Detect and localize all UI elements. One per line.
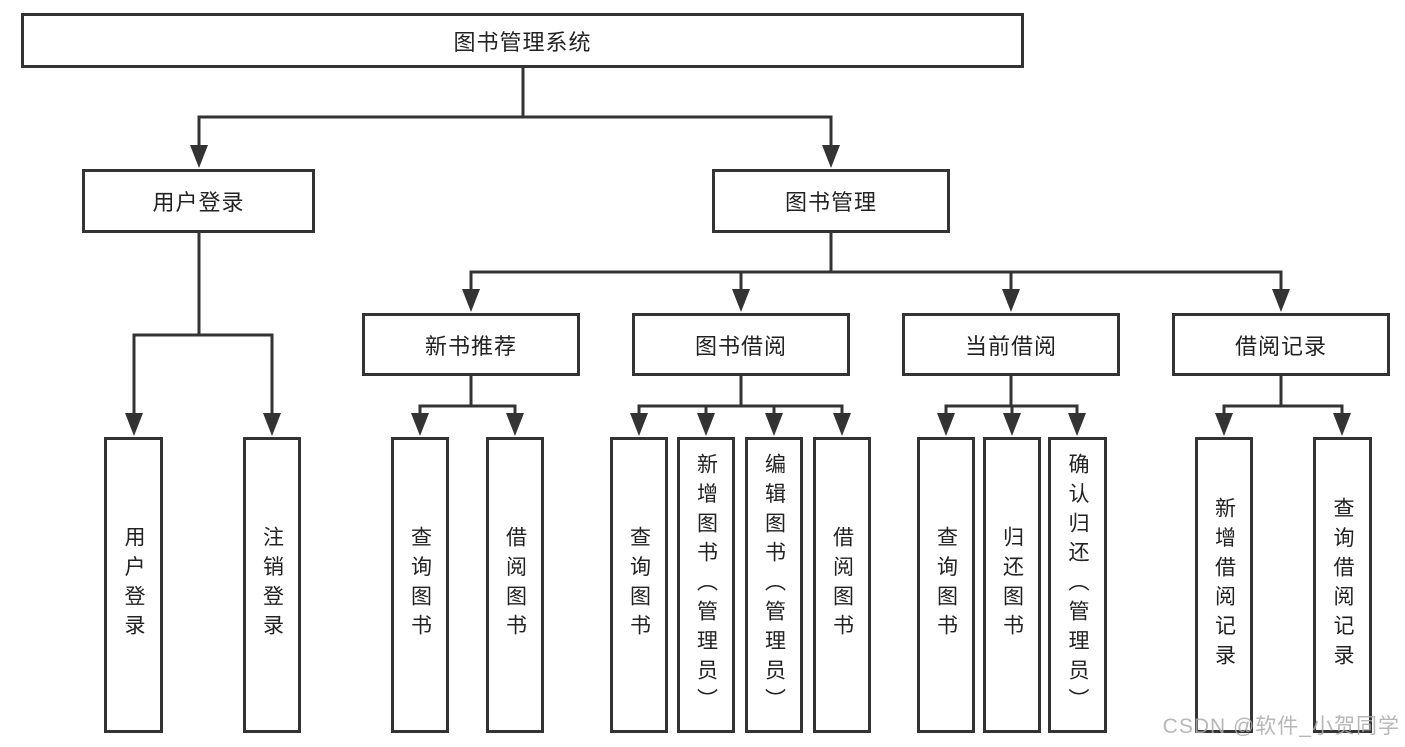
leaf-add-borrow-record-label: 新增借阅记录	[1212, 496, 1236, 674]
connector-records-to-leaves	[1222, 376, 1344, 416]
arrow-down-icon	[732, 289, 750, 312]
arrow-down-icon	[765, 413, 783, 436]
node-user-login-label: 用户登录	[152, 190, 245, 215]
node-root-label: 图书管理系统	[453, 29, 592, 55]
arrow-down-icon	[1068, 413, 1086, 436]
leaf-borrow-books-newbooks-label: 借阅图书	[503, 526, 527, 644]
leaf-add-book-admin: 新增图书（管理员）	[677, 437, 735, 733]
connector-root-to-level2	[197, 68, 833, 148]
arrow-down-icon	[190, 145, 208, 168]
arrow-down-icon	[630, 413, 648, 436]
arrow-down-icon	[1215, 413, 1233, 436]
arrow-down-icon	[263, 413, 281, 436]
arrow-down-icon	[411, 413, 429, 436]
leaf-user-login-label: 用户登录	[122, 526, 146, 644]
arrowheads	[125, 145, 1351, 436]
leaf-logout-label: 注销登录	[260, 526, 284, 644]
leaf-borrow-books-newbooks: 借阅图书	[486, 437, 544, 733]
leaf-return-book: 归还图书	[983, 437, 1041, 733]
leaf-query-books-current: 查询图书	[917, 437, 975, 733]
node-borrow-records: 借阅记录	[1172, 313, 1390, 376]
leaf-borrow-books-borrow: 借阅图书	[813, 437, 871, 733]
leaf-user-login: 用户登录	[104, 437, 163, 733]
connector-mgmt-to-level3	[469, 233, 1283, 291]
node-current-borrow: 当前借阅	[902, 313, 1120, 376]
arrow-down-icon	[833, 413, 851, 436]
node-new-book-recommend: 新书推荐	[362, 313, 580, 376]
leaf-add-borrow-record: 新增借阅记录	[1195, 437, 1253, 733]
leaf-query-books-newbooks-label: 查询图书	[408, 526, 432, 644]
leaf-query-borrow-record-label: 查询借阅记录	[1331, 496, 1355, 674]
leaf-query-books-current-label: 查询图书	[934, 526, 958, 644]
node-book-borrow: 图书借阅	[632, 313, 850, 376]
arrow-down-icon	[1002, 289, 1020, 312]
leaf-query-books-borrow: 查询图书	[610, 437, 668, 733]
leaf-confirm-return-admin: 确认归还（管理员）	[1048, 437, 1107, 733]
node-current-borrow-label: 当前借阅	[964, 333, 1057, 359]
node-borrow-records-label: 借阅记录	[1234, 333, 1327, 359]
leaf-add-book-admin-label: 新增图书（管理员）	[694, 452, 718, 718]
leaf-edit-book-admin: 编辑图书（管理员）	[745, 437, 803, 733]
arrow-down-icon	[1272, 289, 1290, 312]
connector-login-to-leaves	[132, 233, 274, 416]
connector-newbooks-to-leaves	[418, 376, 517, 416]
arrow-down-icon	[697, 413, 715, 436]
leaf-edit-book-admin-label: 编辑图书（管理员）	[762, 452, 786, 718]
arrow-down-icon	[1003, 413, 1021, 436]
leaf-confirm-return-admin-label: 确认归还（管理员）	[1066, 452, 1090, 718]
leaf-query-books-borrow-label: 查询图书	[627, 526, 651, 644]
leaf-return-book-label: 归还图书	[1000, 526, 1024, 644]
node-book-management: 图书管理	[712, 169, 950, 233]
connector-borrow-to-leaves	[637, 376, 844, 416]
leaf-query-books-newbooks: 查询图书	[391, 437, 449, 733]
connector-current-to-leaves	[944, 376, 1079, 416]
csdn-watermark: CSDN @软件_小贺同学	[1162, 715, 1400, 738]
arrow-down-icon	[462, 289, 480, 312]
node-root: 图书管理系统	[21, 13, 1024, 68]
node-new-book-recommend-label: 新书推荐	[424, 333, 517, 359]
arrow-down-icon	[125, 413, 143, 436]
arrow-down-icon	[506, 413, 524, 436]
leaf-query-borrow-record: 查询借阅记录	[1313, 437, 1372, 733]
arrow-down-icon	[937, 413, 955, 436]
node-user-login: 用户登录	[82, 169, 315, 233]
leaf-logout: 注销登录	[243, 437, 301, 733]
arrow-down-icon	[1333, 413, 1351, 436]
leaf-borrow-books-borrow-label: 借阅图书	[830, 526, 854, 644]
node-book-borrow-label: 图书借阅	[694, 333, 787, 359]
arrow-down-icon	[822, 145, 840, 168]
node-book-management-label: 图书管理	[784, 190, 877, 215]
